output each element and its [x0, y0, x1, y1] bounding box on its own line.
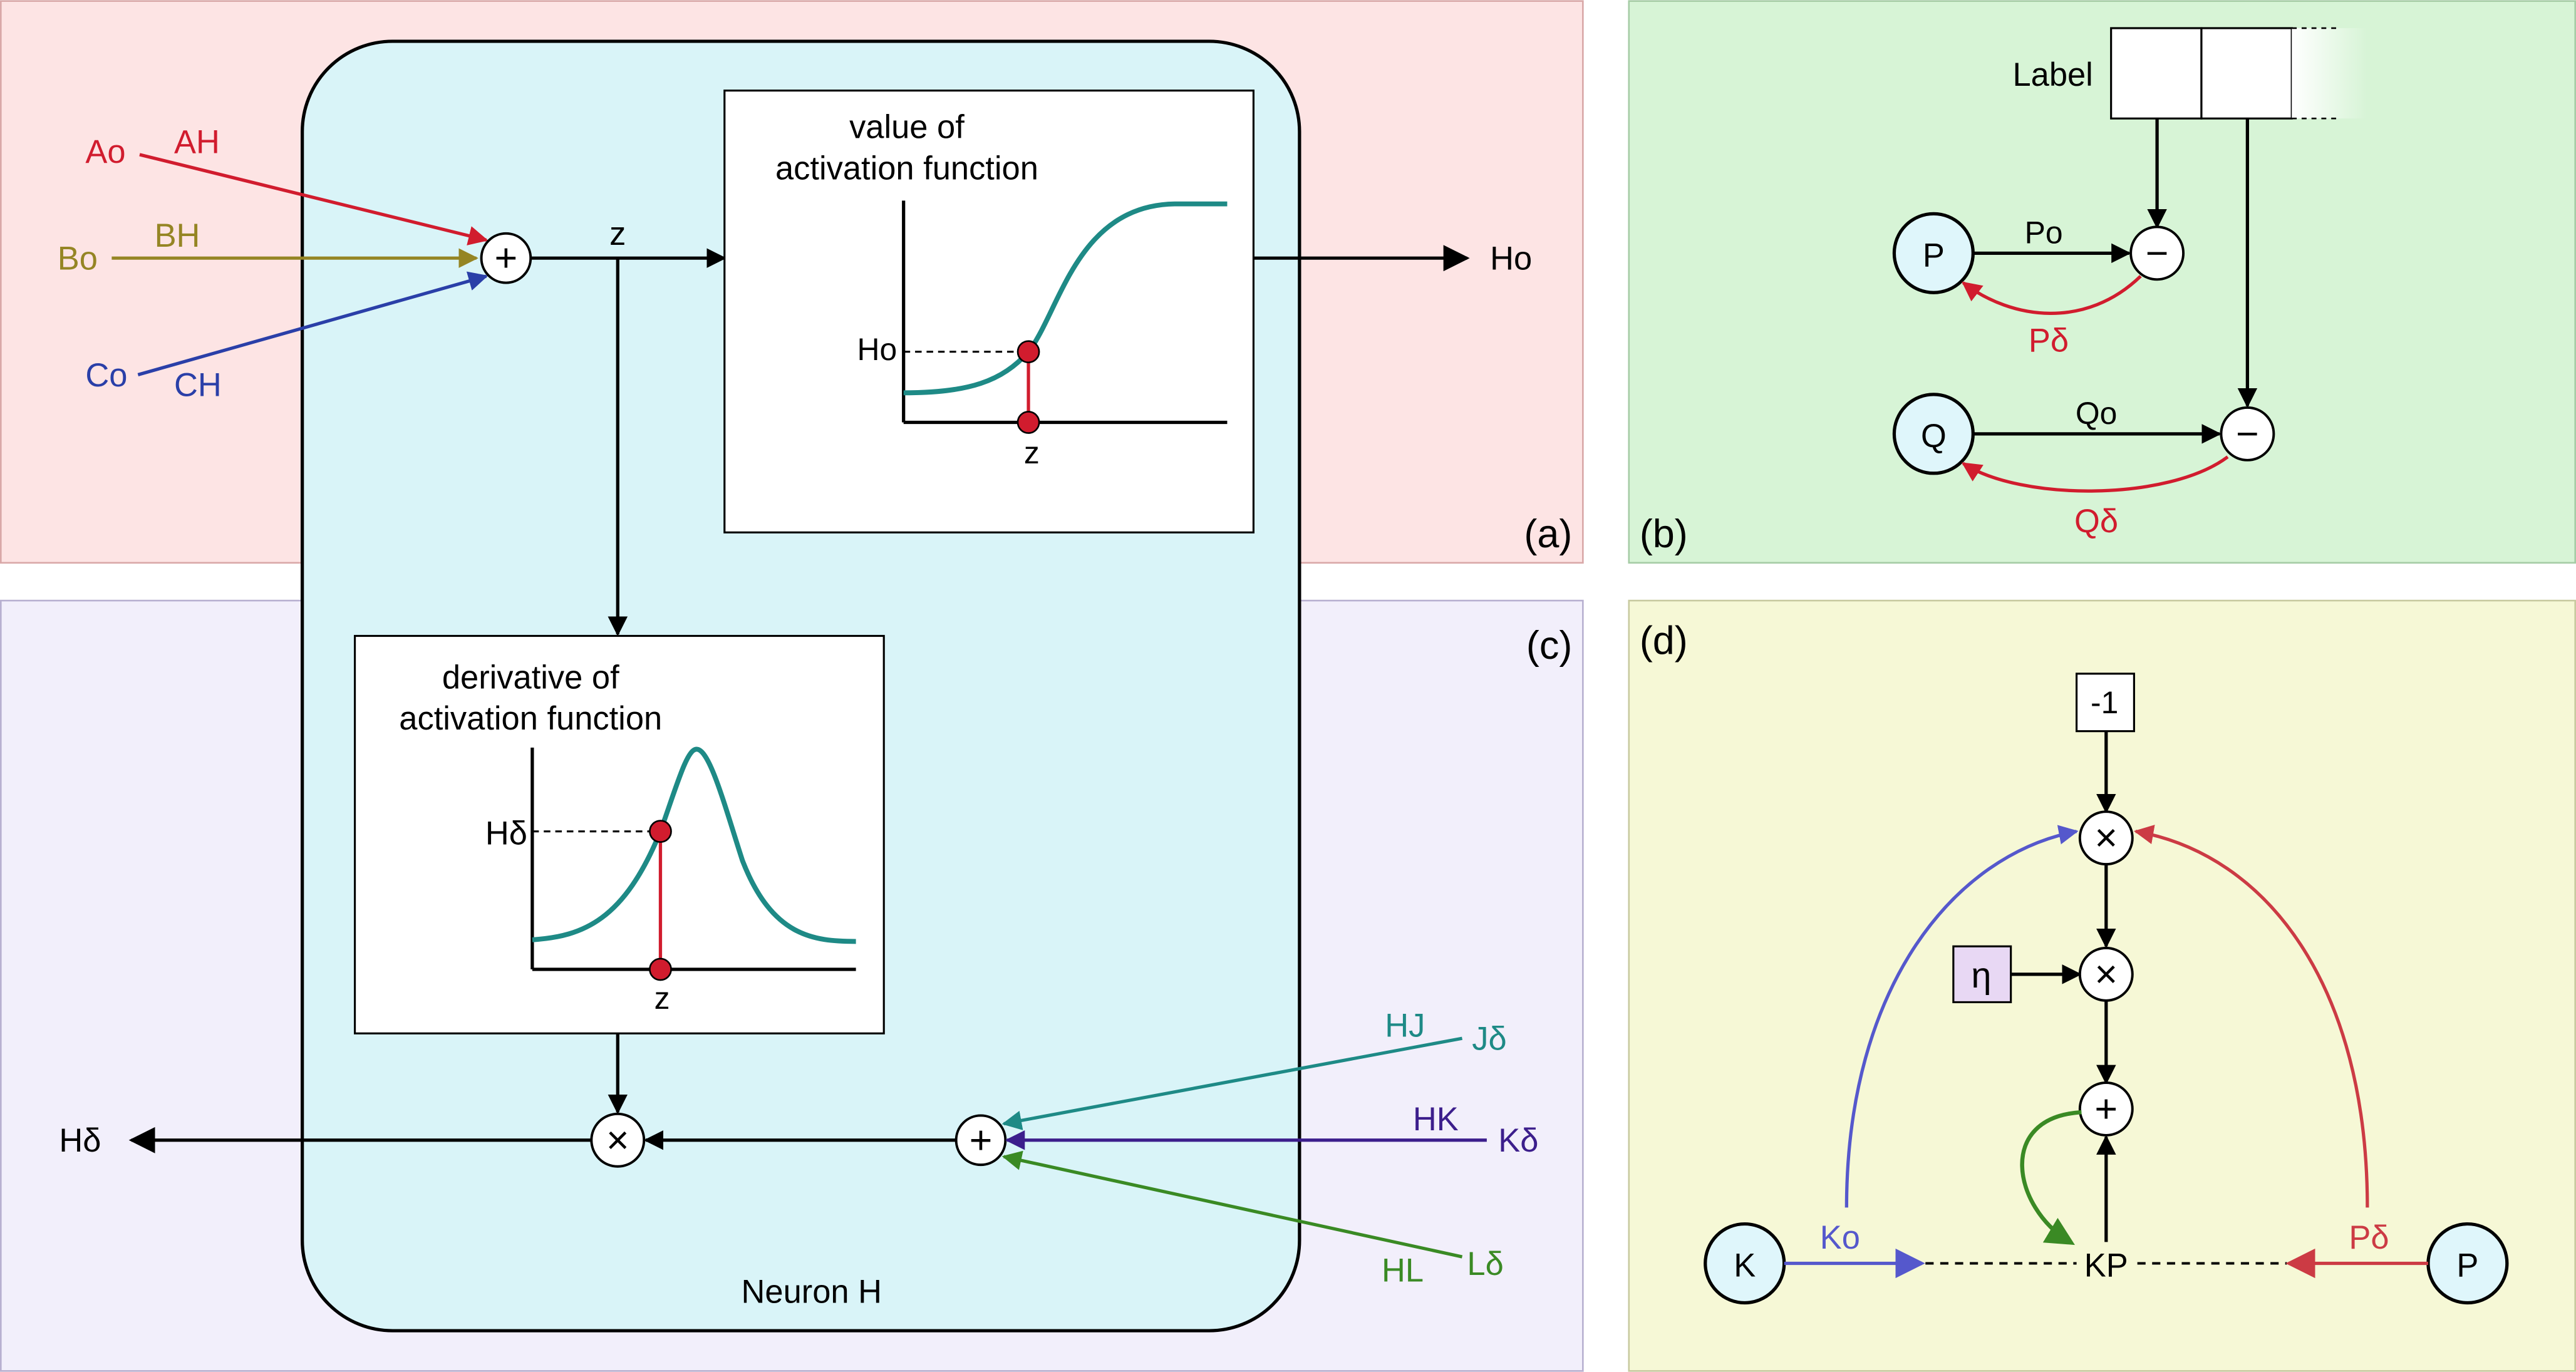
- derivative-bell-curve: [532, 746, 856, 944]
- multiply-node-1-symbol: ×: [2094, 816, 2118, 860]
- activation-x-label: z: [1024, 435, 1040, 470]
- p-delta-arrow: [1962, 275, 2142, 315]
- input-weight-ah: AH: [174, 124, 220, 160]
- q-delta-label: Qδ: [2074, 503, 2118, 540]
- eta-box: [1952, 945, 2012, 1004]
- output-node-q-label: Q: [1921, 418, 1947, 455]
- minus-node-p-symbol: −: [2146, 231, 2169, 275]
- node-p-d-label: P: [2456, 1247, 2478, 1284]
- panel-b-background: [1628, 0, 2576, 564]
- activation-point-bottom: [1016, 411, 1040, 434]
- derivative-title-line2: activation function: [399, 701, 662, 737]
- neuron-h-label: Neuron H: [742, 1274, 882, 1310]
- panel-d-weight-update: -1 × η × + KP K Ko P Pδ: [1704, 673, 2509, 1305]
- panel-b-output-error: Label P Po − Pδ Q Qo − Qδ: [1892, 27, 2367, 540]
- minus-node-q-symbol: −: [2236, 412, 2259, 456]
- sum-node-backward-symbol: +: [970, 1118, 993, 1162]
- panel-label-a: (a): [1524, 512, 1572, 556]
- input-weight-ch: CH: [174, 368, 222, 404]
- minus-node-q: [2220, 406, 2275, 462]
- panel-a-forward-pass: Ao AH Bo BH Co CH + z value of activatio…: [58, 90, 1532, 637]
- derivative-title-line1: derivative of: [442, 659, 619, 696]
- panel-label-d: (d): [1640, 619, 1688, 663]
- label-cell-1: [2110, 27, 2203, 120]
- input-source-bo: Bo: [58, 241, 98, 277]
- activation-y-label: Ho: [857, 332, 897, 367]
- derivative-point-top: [649, 820, 672, 843]
- derivative-box: [354, 634, 885, 1034]
- input-arrow-a: [139, 153, 489, 245]
- label-cell-2: [2200, 27, 2293, 120]
- qo-label: Qo: [2076, 396, 2117, 431]
- input-arrow-jdelta: [1001, 1036, 1463, 1130]
- p-delta-label: Pδ: [2029, 323, 2069, 359]
- kp-label: KP: [2084, 1247, 2128, 1284]
- label-cell-fade: [2292, 28, 2367, 119]
- ko-to-multiply-arrow: [1844, 825, 2079, 1208]
- input-source-jdelta: Jδ: [1472, 1021, 1506, 1058]
- input-arrow-c: [137, 271, 489, 376]
- minus-node-p: [2129, 225, 2185, 281]
- output-label-ho: Ho: [1490, 241, 1532, 277]
- ko-label: Ko: [1820, 1220, 1860, 1256]
- sum-to-kp-green-arrow: [2020, 1110, 2082, 1246]
- input-arrow-ldelta: [1001, 1150, 1463, 1259]
- p-delta-d-label: Pδ: [2349, 1220, 2389, 1256]
- label-text: Label: [2012, 57, 2092, 93]
- panel-label-b: (b): [1640, 512, 1688, 556]
- panel-label-c: (c): [1526, 624, 1572, 668]
- activation-title-line1: value of: [849, 110, 965, 146]
- eta-label: η: [1971, 956, 1991, 996]
- activation-box: [723, 90, 1254, 534]
- derivative-y-label: Hδ: [485, 816, 527, 852]
- derivative-point-bottom: [649, 957, 672, 981]
- input-weight-hk: HK: [1413, 1101, 1459, 1138]
- input-source-kdelta: Kδ: [1498, 1123, 1538, 1159]
- node-k-label: K: [1734, 1247, 1756, 1284]
- activation-title-line2: activation function: [775, 150, 1038, 187]
- multiply-node-backward-symbol: ×: [606, 1118, 629, 1162]
- p-delta-to-multiply-arrow: [2133, 825, 2369, 1208]
- input-weight-bh: BH: [155, 218, 200, 254]
- po-label: Po: [2025, 215, 2063, 250]
- input-weight-hl: HL: [1382, 1252, 1424, 1289]
- minus-one-box: [2076, 673, 2135, 733]
- output-node-p-label: P: [1923, 237, 1945, 274]
- sigmoid-curve: [903, 201, 1228, 396]
- activation-point-top: [1016, 340, 1040, 364]
- input-source-ldelta: Lδ: [1467, 1246, 1503, 1282]
- q-delta-arrow: [1961, 455, 2229, 493]
- multiply-node-2-symbol: ×: [2094, 952, 2118, 996]
- panel-c-backward-pass: derivative of activation function Hδ z ×…: [59, 634, 1538, 1310]
- input-weight-hj: HJ: [1385, 1008, 1425, 1044]
- sum-node-update-symbol: +: [2094, 1087, 2118, 1131]
- derivative-x-label: z: [654, 981, 670, 1016]
- minus-one-label: -1: [2091, 685, 2118, 720]
- input-source-ao: Ao: [85, 134, 125, 170]
- sum-node-forward-symbol: +: [495, 236, 518, 280]
- input-source-co: Co: [85, 358, 127, 394]
- z-label: z: [609, 216, 626, 252]
- output-label-hdelta: Hδ: [59, 1123, 101, 1159]
